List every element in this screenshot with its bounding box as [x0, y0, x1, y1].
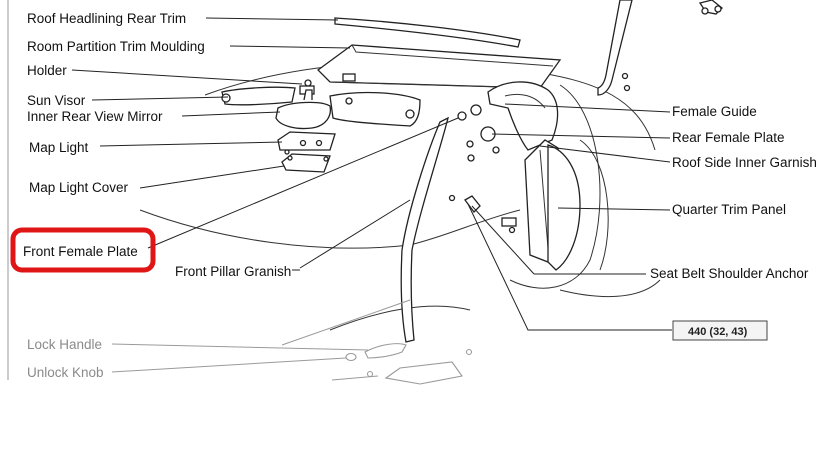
sun-visor-right-part: [329, 91, 421, 127]
leader-lines-faded: [111, 299, 411, 381]
clip-hardware: [698, 0, 723, 15]
label-front-pillar-granish: Front Pillar Granish: [175, 264, 291, 279]
roof-headlining-rear-trim-part: [334, 17, 521, 48]
label-sun-visor: Sun Visor: [27, 93, 86, 108]
label-room-partition-trim-moulding: Room Partition Trim Moulding: [27, 39, 205, 54]
upper-pillar-part: [597, 0, 633, 96]
leader-lines-left: [71, 17, 459, 271]
label-map-light-cover: Map Light Cover: [29, 180, 129, 195]
torque-spec: 440 (32, 43): [672, 320, 768, 341]
map-light-cover-part: [281, 149, 331, 173]
label-lock-handle: Lock Handle: [27, 337, 102, 352]
room-partition-trim-moulding-part: [317, 44, 562, 89]
female-guide-part: [487, 81, 559, 151]
label-front-female-plate: Front Female Plate: [23, 244, 138, 259]
seat-belt-shoulder-anchor-part: [448, 194, 517, 234]
torque-spec-text: 440 (32, 43): [688, 326, 748, 338]
label-seat-belt-shoulder-anchor: Seat Belt Shoulder Anchor: [650, 266, 809, 281]
front-pillar-garnish-part: [400, 116, 449, 343]
label-female-guide: Female Guide: [672, 104, 757, 119]
lock-handle-part: [364, 343, 407, 359]
label-roof-headlining-rear-trim: Roof Headlining Rear Trim: [27, 11, 186, 26]
label-map-light: Map Light: [29, 140, 89, 155]
label-inner-rear-view-mirror: Inner Rear View Mirror: [27, 109, 163, 124]
label-unlock-knob: Unlock Knob: [27, 365, 104, 380]
label-holder: Holder: [27, 63, 67, 78]
label-roof-side-inner-garnish: Roof Side Inner Garnish: [672, 155, 817, 170]
quarter-trim-panel-part: [547, 144, 581, 271]
torque-spec-box: [672, 320, 768, 341]
map-light-part: [277, 131, 336, 151]
unlock-knob-part: [345, 348, 473, 385]
leader-lines-right: [467, 103, 672, 331]
label-quarter-trim-panel: Quarter Trim Panel: [672, 202, 786, 217]
inner-rear-view-mirror-part: [275, 89, 332, 130]
sun-visor-left-part: [221, 86, 296, 106]
label-rear-female-plate: Rear Female Plate: [672, 130, 785, 145]
front-female-plate-highlight: [10, 227, 156, 273]
rear-female-plate-part: [457, 104, 500, 162]
